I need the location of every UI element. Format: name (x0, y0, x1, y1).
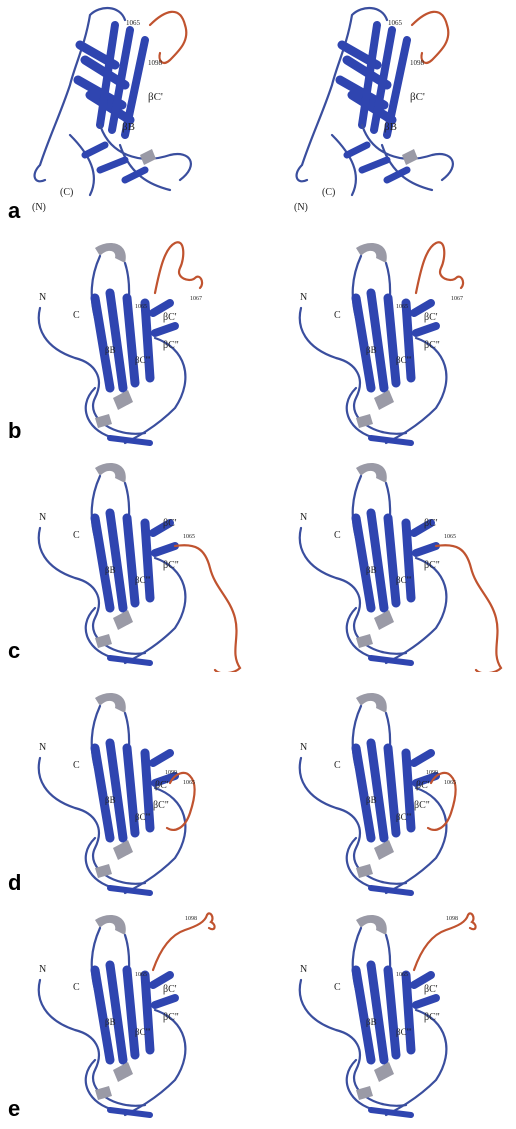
stereo-pair-b: N C 1065 1067 βC' βC" βC''' βB N C 1065 … (0, 228, 516, 446)
residue-label-a-1-right: 1065 (388, 19, 403, 27)
strand-label-a-c: βC' (148, 91, 163, 103)
panel-b: b N C 1065 1067 βC' βC" βC''' βB (0, 228, 516, 446)
c-term-label-c-right: C (334, 530, 341, 541)
residue-label-c-1-right: 1065 (444, 534, 456, 540)
residue-label-d-1-right: 1099 (426, 770, 438, 776)
n-term-label-e: N (39, 964, 46, 975)
c-term-label-a-right: (C) (322, 187, 335, 198)
structure-left-c: N C 1065 1099 βC' βC" βC''' βB (39, 463, 240, 672)
residue-label-d-2-right: 1065 (444, 780, 456, 786)
strand-label-e-c3-right: βC''' (396, 1027, 412, 1037)
strand-label-a-b-right: βB (384, 121, 397, 133)
n-term-label-c: N (39, 512, 46, 523)
strand-label-e-c1-right: βC' (424, 984, 438, 995)
strand-label-e-c1: βC' (163, 984, 177, 995)
n-term-label-a: (N) (32, 202, 46, 213)
n-term-label-c-right: N (300, 512, 307, 523)
residue-label-e-2: 1098 (185, 916, 197, 922)
strand-label-c-c1: βC' (163, 518, 177, 529)
residue-label-a-2: 1098 (148, 59, 163, 67)
n-term-label-b-right: N (300, 292, 307, 303)
residue-label-e-2-right: 1098 (446, 916, 458, 922)
strand-label-e-c2-right: βC" (424, 1012, 440, 1023)
strand-label-c-c3: βC''' (135, 575, 151, 585)
stereo-pair-d: N C 1099 1065 βC' βC" βC''' βB N C 1099 … (0, 680, 516, 900)
panel-label-c: c (8, 638, 20, 664)
strand-label-d-c2-right: βC" (414, 800, 430, 811)
residue-label-a-2-right: 1098 (410, 59, 425, 67)
strand-label-e-b-right: βB (366, 1017, 377, 1027)
strand-label-b-c1: βC' (163, 312, 177, 323)
n-term-label-b: N (39, 292, 46, 303)
strand-label-d-c3-right: βC''' (396, 812, 412, 822)
c-term-label-b: C (73, 310, 80, 321)
n-term-label-e-right: N (300, 964, 307, 975)
panel-a: a 1065 1098 βC' βB (N) (C) 1065 1098 (0, 0, 516, 225)
strand-label-b-c1-right: βC' (424, 312, 438, 323)
strand-label-d-c1: βC' (155, 780, 169, 791)
panel-d: d N C 1099 1065 βC' βC" βC''' βB (0, 680, 516, 900)
structure-left-e: N C 1065 1098 βC' βC" βC''' βB (39, 913, 215, 1115)
structure-right-e: N C 1065 1098 βC' βC" βC''' βB (300, 913, 476, 1115)
strand-label-a-c-right: βC' (410, 91, 425, 103)
residue-label-e-1-right: 1065 (396, 972, 408, 978)
n-term-label-d: N (39, 742, 46, 753)
residue-label-b-1-right: 1065 (396, 304, 408, 310)
structure-left-b: N C 1065 1067 βC' βC" βC''' βB (39, 242, 202, 443)
residue-label-c-1: 1065 (183, 534, 195, 540)
strand-label-b-c3-right: βC''' (396, 355, 412, 365)
stereo-pair-e: N C 1065 1098 βC' βC" βC''' βB N C 1065 … (0, 902, 516, 1124)
strand-label-e-c2: βC" (163, 1012, 179, 1023)
strand-label-c-c3-right: βC''' (396, 575, 412, 585)
structure-right-d: N C 1099 1065 βC' βC" βC''' βB (300, 693, 456, 893)
strand-label-c-b: βB (105, 565, 116, 575)
strand-label-d-b-right: βB (366, 795, 377, 805)
strand-label-c-b-right: βB (366, 565, 377, 575)
strand-label-b-c3: βC''' (135, 355, 151, 365)
strand-label-c-c1-right: βC' (424, 518, 438, 529)
c-term-label-c: C (73, 530, 80, 541)
structure-left-a: 1065 1098 βC' βB (N) (C) (32, 8, 191, 213)
strand-label-c-c2-right: βC" (424, 560, 440, 571)
panel-c: c N C 1065 1099 βC' βC" βC''' βB (0, 450, 516, 672)
c-term-label-e: C (73, 982, 80, 993)
panel-label-d: d (8, 870, 21, 896)
stereo-pair-c: N C 1065 1099 βC' βC" βC''' βB N C 1065 … (0, 450, 516, 672)
residue-label-b-2-right: 1067 (451, 296, 463, 302)
residue-label-d-2: 1065 (183, 780, 195, 786)
strand-label-c-c2: βC" (163, 560, 179, 571)
strand-label-d-b: βB (105, 795, 116, 805)
strand-label-e-b: βB (105, 1017, 116, 1027)
strand-label-a-b: βB (122, 121, 135, 133)
residue-label-e-1: 1065 (135, 972, 147, 978)
c-term-label-a: (C) (60, 187, 73, 198)
strand-label-e-c3: βC''' (135, 1027, 151, 1037)
residue-label-d-1: 1099 (165, 770, 177, 776)
n-term-label-d-right: N (300, 742, 307, 753)
structure-right-a: 1065 1098 βC' βB (N) (C) (294, 8, 453, 213)
panel-e: e N C 1065 1098 βC' βC" βC''' βB (0, 902, 516, 1124)
structure-left-d: N C 1099 1065 βC' βC" βC''' βB (39, 693, 195, 893)
c-term-label-b-right: C (334, 310, 341, 321)
structure-right-c: N C 1065 1099 βC' βC" βC''' βB (300, 463, 501, 672)
panel-label-e: e (8, 1096, 20, 1122)
stereo-pair-a: 1065 1098 βC' βB (N) (C) 1065 1098 βC' β… (0, 0, 516, 225)
c-term-label-d-right: C (334, 760, 341, 771)
c-term-label-e-right: C (334, 982, 341, 993)
strand-label-b-b: βB (105, 345, 116, 355)
residue-label-b-2: 1067 (190, 296, 202, 302)
residue-label-b-1: 1065 (135, 304, 147, 310)
structure-right-b: N C 1065 1067 βC' βC" βC''' βB (300, 242, 463, 443)
strand-label-b-b-right: βB (366, 345, 377, 355)
n-term-label-a-right: (N) (294, 202, 308, 213)
c-term-label-d: C (73, 760, 80, 771)
panel-label-a: a (8, 198, 20, 224)
residue-label-a-1: 1065 (126, 19, 141, 27)
strand-label-d-c1-right: βC' (416, 780, 430, 791)
panel-label-b: b (8, 418, 21, 444)
strand-label-b-c2-right: βC" (424, 340, 440, 351)
strand-label-b-c2: βC" (163, 340, 179, 351)
strand-label-d-c2: βC" (153, 800, 169, 811)
strand-label-d-c3: βC''' (135, 812, 151, 822)
